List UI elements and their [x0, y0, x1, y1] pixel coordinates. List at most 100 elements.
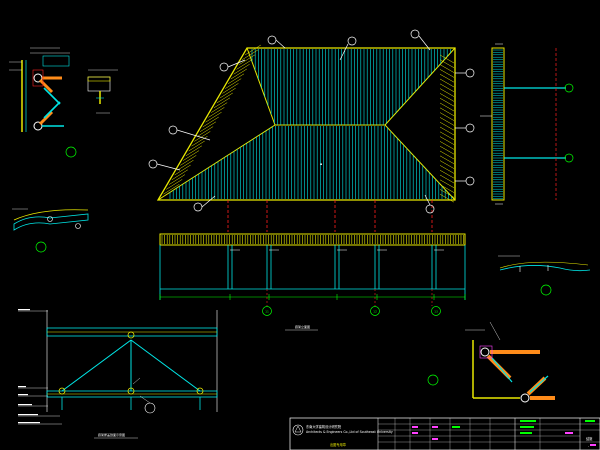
- stamp-label: 出图专用章: [330, 442, 347, 447]
- elevation-title: 廊架立面图: [295, 324, 310, 329]
- title-block-magenta-marks: [412, 426, 596, 446]
- roof-plan: ▪: [148, 29, 475, 232]
- hatch-line: [439, 193, 455, 203]
- roof-label: ▪: [320, 162, 322, 166]
- node-detail-c: [12, 208, 89, 253]
- roof-rafter-hatch: [163, 44, 455, 203]
- hatch-line: [163, 183, 180, 195]
- section-posts: [61, 397, 201, 410]
- hatch-line: [439, 121, 455, 131]
- node-detail-b: [87, 69, 118, 114]
- hatch-line: [439, 73, 455, 83]
- section-view: 廊架屋盖剖面示意图: [18, 309, 218, 439]
- hatch-line: [439, 136, 455, 145]
- hatch-line: [174, 164, 191, 176]
- hatch-line: [439, 126, 455, 136]
- hatch-line: [439, 165, 455, 174]
- title-block-grid: [378, 418, 600, 450]
- hatch-line: [233, 63, 250, 75]
- hatch-line: [439, 102, 455, 112]
- hatch-line: [439, 83, 455, 93]
- drawing-number: -: [588, 444, 589, 448]
- section-title: 廊架屋盖剖面示意图: [98, 432, 125, 437]
- side-view-hatch: [493, 49, 503, 200]
- seu-logo: [292, 424, 304, 436]
- drawing-number-label: 结施: [586, 436, 593, 441]
- hatch-line: [208, 107, 225, 118]
- node-bolts-e: [491, 357, 549, 393]
- institute-name-en: Architects & Engineers Co.,Ltd of Southe…: [306, 430, 393, 434]
- elevation-columns: [227, 245, 437, 289]
- title-block-green-marks: [452, 420, 595, 434]
- hatch-line: [219, 87, 236, 99]
- elevation-axis-bubbles: 11 12 13: [262, 306, 441, 316]
- elevation-dimension-ticks: [159, 294, 466, 300]
- hatch-line: [211, 102, 228, 113]
- hatch-line: [439, 179, 455, 189]
- node-detail-a: [9, 47, 77, 158]
- hatch-line: [439, 69, 455, 78]
- hatch-line: [439, 174, 455, 184]
- hatch-line: [439, 155, 455, 165]
- hatch-line: [439, 59, 455, 69]
- hatch-line: [439, 117, 455, 126]
- elevation-view: 11 12 13 廊架立面图: [159, 233, 466, 331]
- hatch-line: [439, 93, 455, 102]
- hatch-line: [222, 83, 239, 94]
- hatch-line: [180, 155, 197, 166]
- axis-label-12: 12: [373, 310, 377, 314]
- hatch-line: [202, 116, 219, 128]
- hatch-line: [439, 150, 455, 160]
- hatch-line: [166, 179, 183, 190]
- hatch-line: [230, 68, 247, 80]
- hatch-line: [213, 97, 231, 109]
- hatch-line: [216, 92, 233, 104]
- hatch-line: [439, 131, 455, 141]
- hatch-line: [191, 135, 208, 147]
- hatch-line: [205, 111, 222, 123]
- hatch-line: [439, 88, 455, 97]
- hatch-line: [439, 97, 455, 107]
- axis-label-11: 11: [265, 310, 269, 314]
- hatch-line: [199, 121, 217, 133]
- hatch-line: [227, 73, 245, 85]
- hatch-line: [239, 54, 256, 65]
- hatch-line: [177, 159, 194, 171]
- section-leaders: [18, 310, 151, 425]
- hatch-line: [439, 184, 455, 193]
- hatch-line: [439, 78, 455, 88]
- node-detail-e: [427, 321, 555, 403]
- hatch-line: [244, 44, 262, 56]
- title-block: 东南大学建筑设计研究院 Architects & Engineers Co.,L…: [289, 417, 600, 450]
- node-detail-d: [498, 255, 591, 296]
- axis-label-13: 13: [434, 310, 438, 314]
- hatch-line: [188, 140, 205, 152]
- hatch-line: [236, 59, 253, 70]
- hatch-line: [439, 141, 455, 150]
- hatch-line: [439, 189, 455, 198]
- hatch-line: [439, 112, 455, 121]
- hatch-line: [439, 169, 455, 179]
- node-arms-a: [38, 76, 62, 126]
- hatch-line: [439, 160, 455, 169]
- hatch-line: [171, 169, 188, 181]
- hatch-line: [182, 150, 200, 161]
- hatch-line: [439, 54, 455, 64]
- hatch-line: [439, 145, 455, 155]
- hatch-line: [194, 131, 211, 142]
- hatch-line: [439, 64, 455, 73]
- roof-callouts: [148, 29, 475, 214]
- hatch-line: [196, 126, 214, 137]
- side-view: [480, 43, 574, 205]
- hatch-line: [168, 174, 186, 185]
- hatch-line: [241, 49, 259, 61]
- hatch-line: [225, 78, 242, 89]
- hatch-line: [439, 107, 455, 117]
- section-label-marks: [18, 309, 40, 424]
- elevation-beam-hatch: [161, 235, 464, 244]
- institute-name-cn: 东南大学建筑设计研究院: [306, 424, 342, 429]
- hatch-line: [185, 145, 203, 157]
- elevation-axis-lines: [266, 289, 433, 306]
- node-bolts-a: [42, 87, 64, 127]
